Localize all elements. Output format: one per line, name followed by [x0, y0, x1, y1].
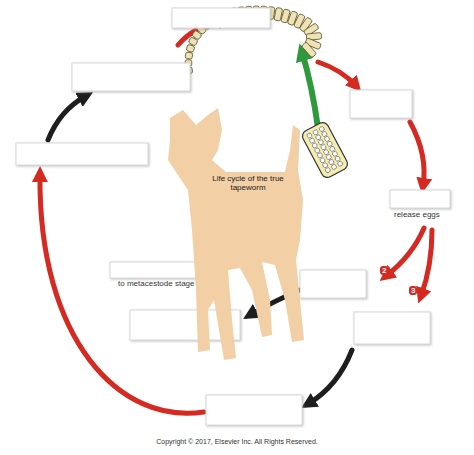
cycle-arrow — [308, 350, 352, 404]
proglottid-illustration — [300, 120, 349, 179]
egg — [337, 160, 343, 166]
step-note: release eggs — [394, 210, 440, 219]
blanked-box — [16, 8, 450, 425]
cycle-arrow — [318, 62, 356, 86]
cycle-arrow — [410, 122, 424, 186]
tapeworm-segment — [185, 52, 193, 59]
cycle-arrow — [48, 96, 86, 140]
cycle-arrow — [421, 230, 432, 296]
step-note: to metacestode stage — [118, 279, 195, 288]
callout-number: 3 — [409, 286, 417, 295]
diagram-title: Life cycle of the true tapeworm — [208, 174, 288, 192]
tapeworm-segment — [301, 42, 316, 58]
proglottid-arrow — [302, 52, 318, 128]
callout-number: 2 — [380, 266, 388, 275]
cycle-arrow — [386, 228, 424, 276]
dog-shape — [168, 108, 304, 360]
egg — [331, 164, 337, 170]
dog-silhouette: Life cycle of the true tapeworm — [150, 100, 315, 365]
dog-outline — [150, 100, 315, 365]
egg — [325, 167, 331, 173]
cycle-arrow — [40, 174, 204, 413]
copyright-caption: Copyright © 2017, Elsevier Inc. All Righ… — [156, 438, 318, 445]
